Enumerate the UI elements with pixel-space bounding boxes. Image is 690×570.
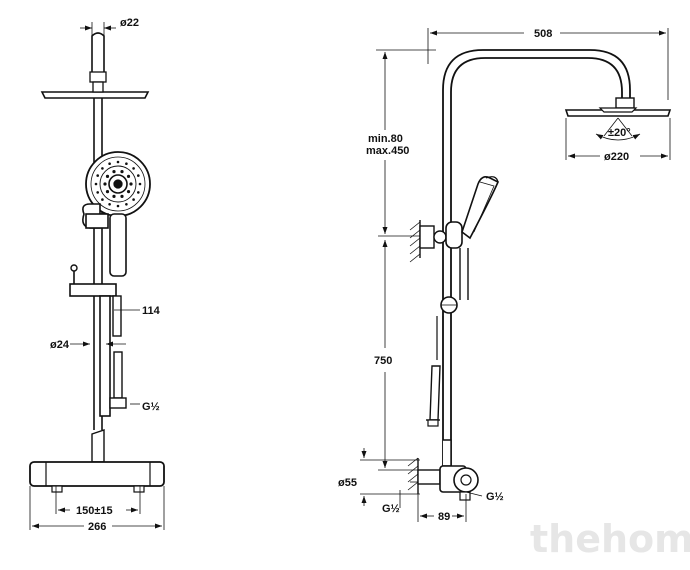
hand-shower-handle: [109, 213, 127, 277]
nozzle-dot: [96, 191, 99, 194]
nozzle-dot: [138, 182, 142, 186]
nozzle-dot: [101, 198, 104, 201]
mixer-side: [417, 465, 483, 501]
front-holder-height-label: 114: [142, 305, 161, 317]
wall-hatch-lower: [407, 457, 419, 494]
front-view: [29, 22, 165, 530]
side-outlet-thread-label: G½: [486, 491, 504, 503]
front-connection-spacing-label: 150±15: [76, 505, 113, 517]
nozzle-dot: [132, 198, 135, 201]
hand-shower-head: [85, 151, 151, 217]
rain-shower-head: [40, 91, 150, 99]
side-holder: [445, 221, 463, 249]
hose-end: [429, 365, 441, 421]
front-mixer-width-label: 266: [88, 521, 106, 533]
nozzle-dot: [94, 182, 98, 186]
nozzle-dot: [101, 167, 104, 170]
front-hose-thread-label: G½: [142, 401, 160, 413]
nozzle-dot: [105, 190, 110, 194]
side-inlet-dia-label: ø55: [338, 477, 357, 489]
nozzle-dot: [125, 203, 128, 206]
hand-shower-side: [461, 176, 500, 240]
hose-connector: [113, 351, 123, 399]
nozzle-dot: [96, 174, 99, 177]
nozzle-dot: [120, 170, 124, 174]
nozzle-dot: [112, 170, 116, 174]
nozzle-dot: [129, 182, 133, 186]
thermostatic-mixer: [29, 461, 165, 493]
top-pipe: [91, 32, 105, 80]
nozzle-dot: [125, 162, 128, 165]
wall-hatch-upper: [409, 220, 421, 263]
nozzle-dot: [112, 194, 116, 198]
nozzle-dot: [132, 167, 135, 170]
side-tilt-angle-label: ±20°: [608, 127, 631, 139]
rain-shower-head-side: [564, 109, 672, 117]
side-head-dia-label: ø220: [604, 151, 629, 163]
nozzle-dot: [120, 194, 124, 198]
side-view: [360, 28, 672, 522]
pipe-joint: [89, 71, 107, 83]
nozzle-dot: [137, 174, 140, 177]
side-inlet-thread-label: G½: [382, 503, 400, 515]
side-adjust-min-label: min.80: [368, 133, 403, 145]
nozzle-dot: [108, 203, 111, 206]
nozzle-dot: [116, 160, 120, 164]
watermark-logo: thehome: [530, 517, 690, 561]
side-arm-length-label: 508: [534, 28, 552, 40]
side-height-label: 750: [374, 355, 392, 367]
front-bar-dia-label: ø24: [50, 339, 70, 351]
wall-bracket: [419, 225, 435, 249]
nozzle-dot: [116, 204, 120, 208]
side-offset-label: 89: [438, 511, 450, 523]
nozzle-dot: [108, 162, 111, 165]
nozzle-dot: [126, 174, 131, 178]
front-top-pipe-dia-label: ø22: [120, 17, 139, 29]
nozzle-dot: [126, 190, 131, 194]
shower-arm: [442, 49, 631, 470]
side-adjust-max-label: max.450: [366, 145, 409, 157]
nozzle-dot: [103, 182, 107, 186]
slider-block: [69, 283, 117, 297]
nozzle-dot: [105, 174, 110, 178]
nozzle-dot: [137, 191, 140, 194]
